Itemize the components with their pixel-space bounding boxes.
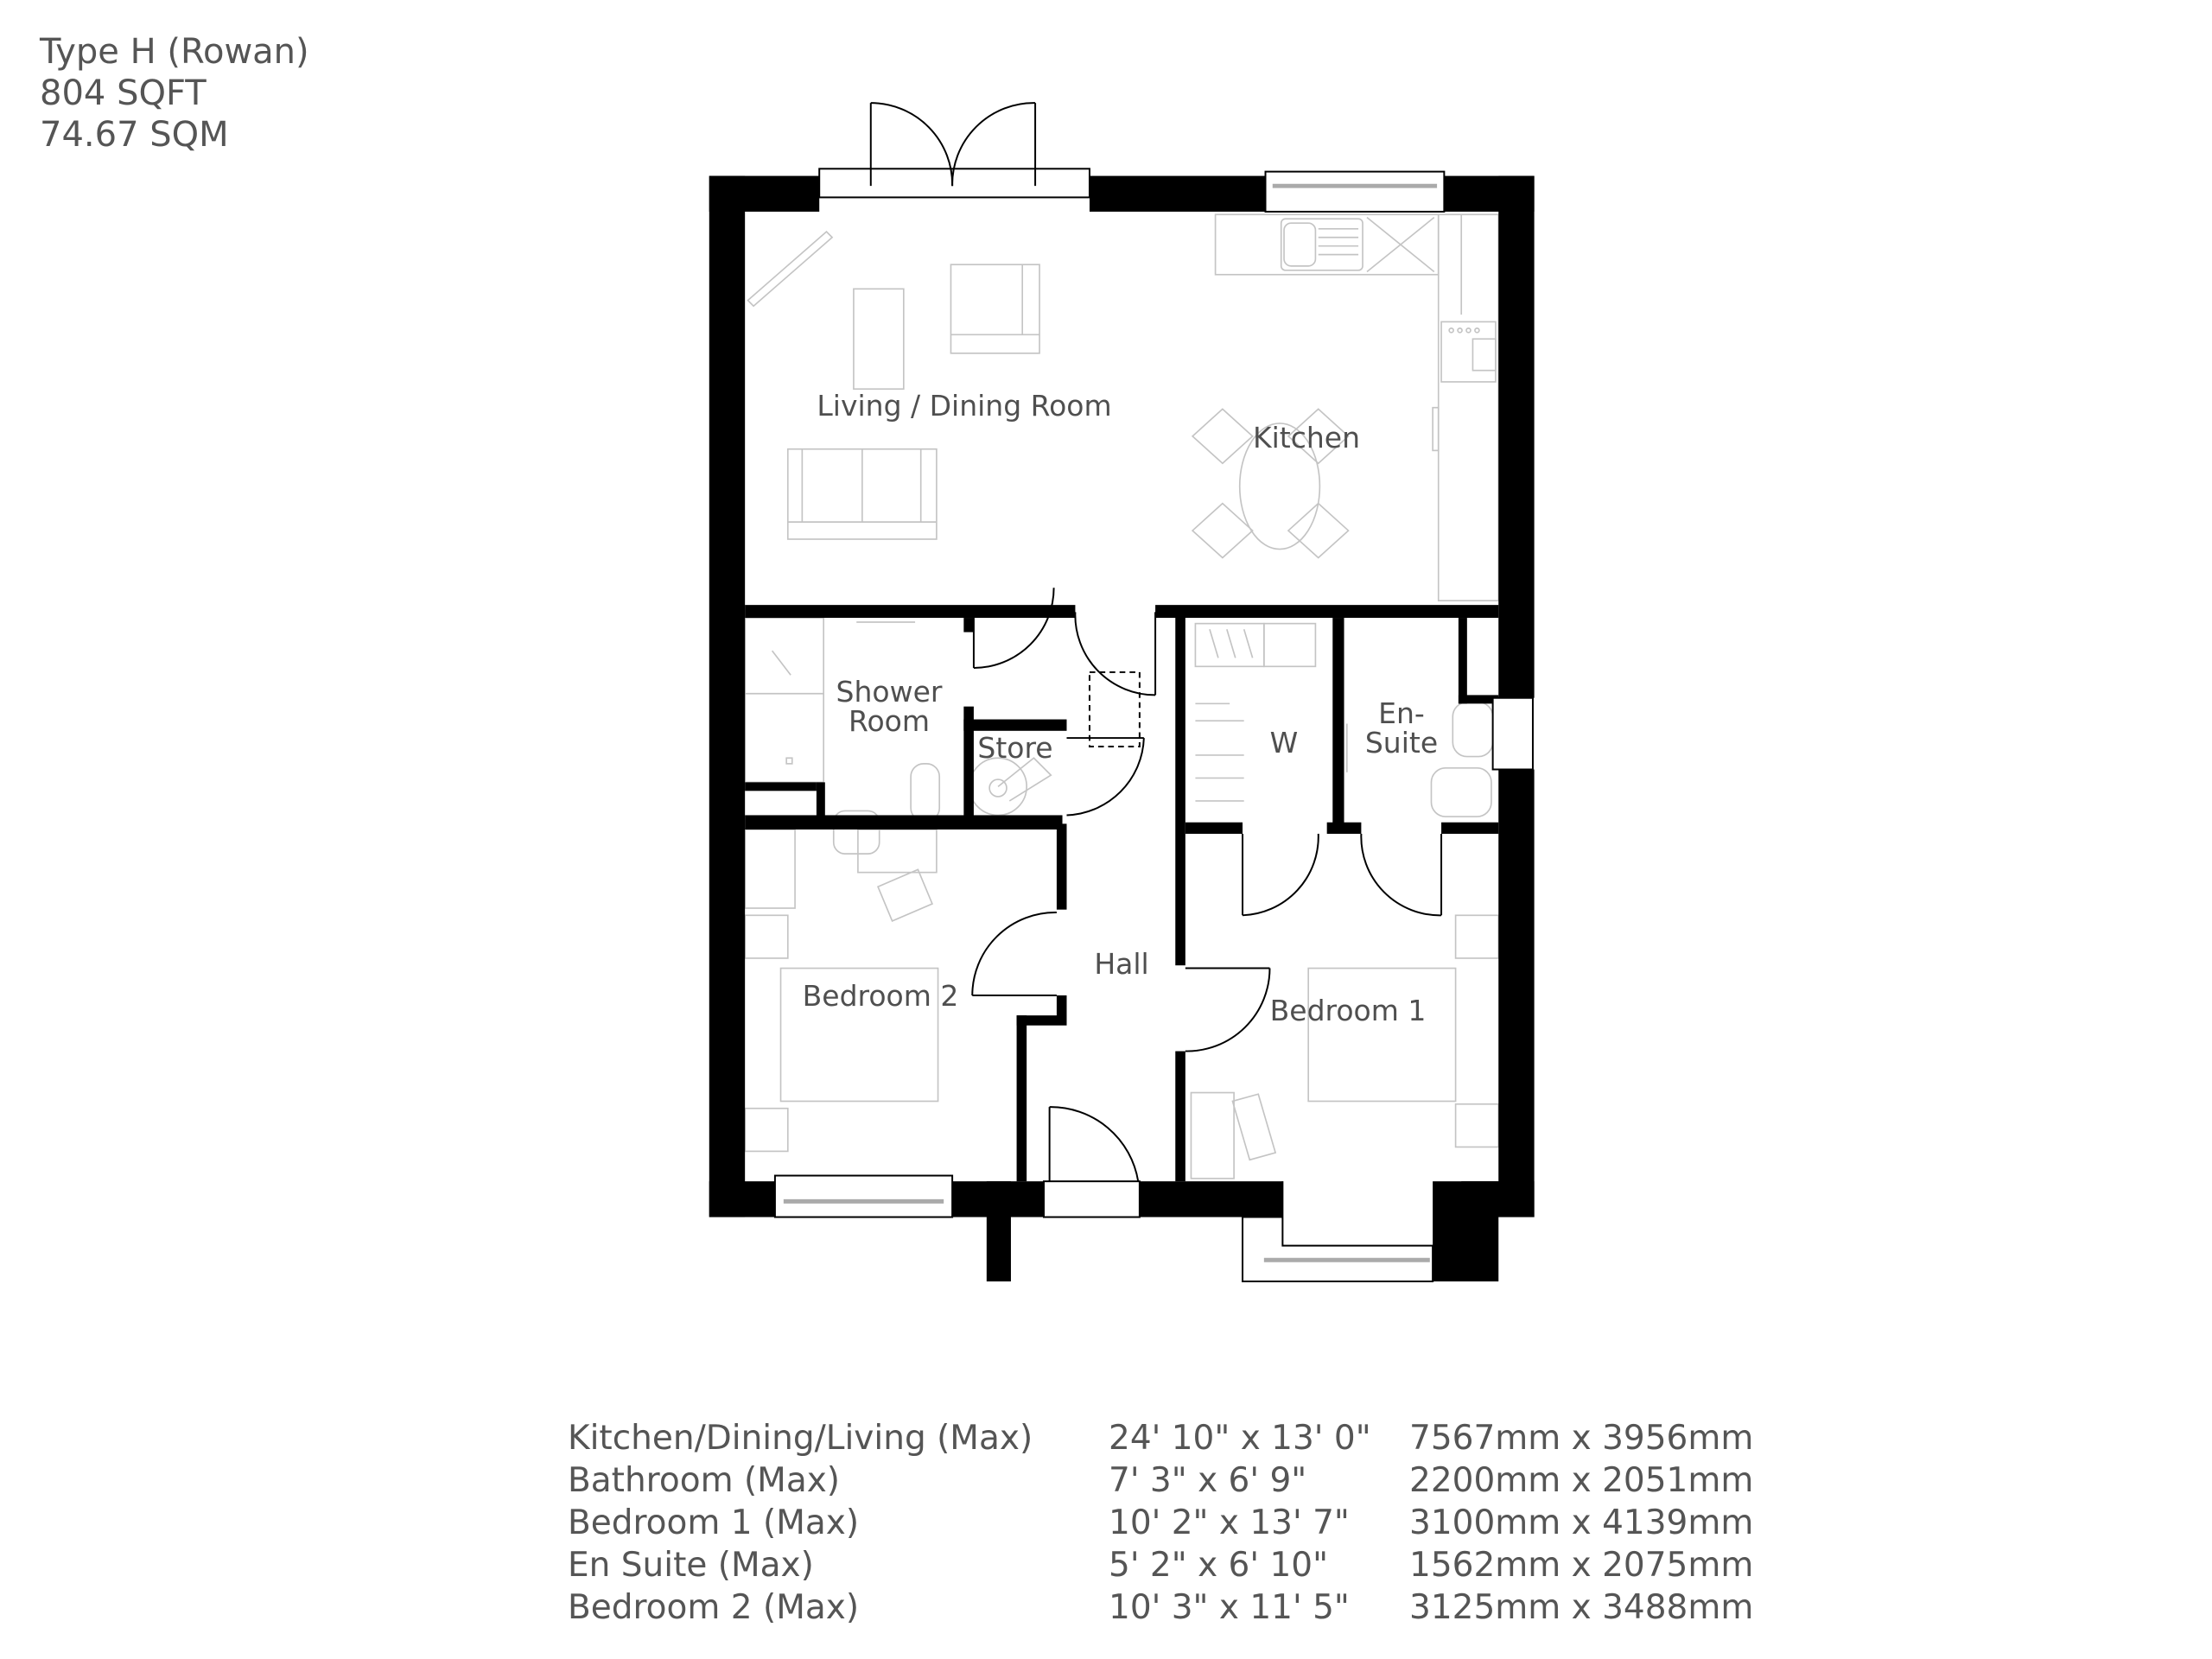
dimension-room: Bedroom 2 (Max): [568, 1588, 860, 1627]
room-label-store: Store: [977, 731, 1053, 765]
en-suite-line-1: En-: [1378, 696, 1425, 730]
area-sqft: 804 SQFT: [40, 73, 207, 113]
house-type-title: Type H (Rowan): [40, 32, 309, 72]
room-label-bedroom-2: Bedroom 2: [802, 979, 959, 1013]
room-label-wardrobe: W: [1269, 726, 1299, 760]
dimension-row: Kitchen/Dining/Living (Max) 24' 10" x 13…: [568, 1417, 1755, 1459]
furniture: [744, 213, 1500, 1179]
plan-header: Type H (Rowan) 804 SQFT 74.67 SQM: [40, 31, 309, 156]
en-suite-line-2: Suite: [1364, 726, 1439, 760]
room-label-en-suite: En- Suite: [1365, 699, 1438, 758]
dimension-imperial: 10' 3" x 11' 5": [1109, 1588, 1350, 1627]
dimension-metric: 3100mm x 4139mm: [1409, 1503, 1754, 1542]
dimension-row: Bedroom 2 (Max) 10' 3" x 11' 5" 3125mm x…: [568, 1586, 1755, 1629]
room-label-living-dining: Living / Dining Room: [817, 389, 1112, 423]
shower-room-line-2: Room: [849, 704, 930, 738]
dimension-imperial: 7' 3" x 6' 9": [1109, 1461, 1307, 1500]
room-dimensions-table: Kitchen/Dining/Living (Max) 24' 10" x 13…: [568, 1417, 1755, 1629]
dimension-metric: 2200mm x 2051mm: [1409, 1461, 1754, 1500]
dimension-imperial: 5' 2" x 6' 10": [1109, 1546, 1329, 1585]
walls: [709, 175, 1535, 1282]
dimension-imperial: 10' 2" x 13' 7": [1109, 1503, 1350, 1542]
dimension-room: En Suite (Max): [568, 1546, 814, 1585]
room-label-hall: Hall: [1094, 947, 1149, 981]
dimension-imperial: 24' 10" x 13' 0": [1109, 1419, 1371, 1458]
room-label-bedroom-1: Bedroom 1: [1269, 994, 1427, 1027]
dimension-metric: 7567mm x 3956mm: [1409, 1419, 1754, 1458]
room-label-kitchen: Kitchen: [1252, 421, 1361, 454]
dimension-room: Bedroom 1 (Max): [568, 1503, 860, 1542]
dimension-room: Bathroom (Max): [568, 1461, 841, 1500]
dimension-room: Kitchen/Dining/Living (Max): [568, 1419, 1033, 1458]
dimension-row: Bathroom (Max) 7' 3" x 6' 9" 2200mm x 20…: [568, 1459, 1755, 1502]
area-sqm: 74.67 SQM: [40, 115, 229, 155]
room-label-shower-room: Shower Room: [836, 677, 943, 736]
dimension-row: En Suite (Max) 5' 2" x 6' 10" 1562mm x 2…: [568, 1544, 1755, 1586]
shower-room-line-1: Shower: [836, 675, 943, 709]
dimension-metric: 3125mm x 3488mm: [1409, 1588, 1754, 1627]
dimension-metric: 1562mm x 2075mm: [1409, 1546, 1754, 1585]
openings: [773, 102, 1534, 1283]
dimension-row: Bedroom 1 (Max) 10' 2" x 13' 7" 3100mm x…: [568, 1502, 1755, 1544]
